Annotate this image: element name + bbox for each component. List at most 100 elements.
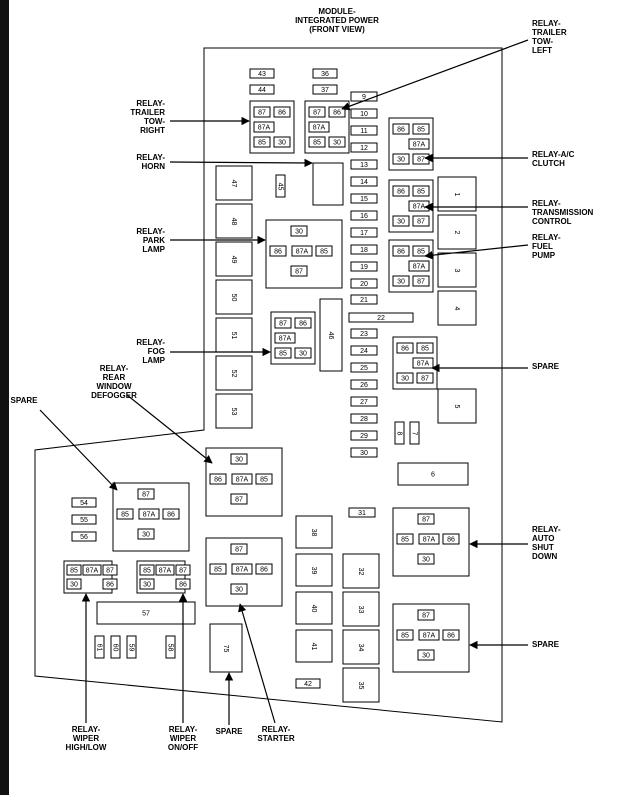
fuse-39	[295, 553, 333, 587]
relay-starter-pin-30-label: 30	[235, 586, 243, 593]
relay-wiper-high-low-pin-87	[102, 564, 118, 576]
relay-spare-right-2-pin-87A	[418, 629, 440, 641]
relay-starter-pin-87A-label: 87A	[236, 566, 249, 573]
relay-spare-left-pin-85	[116, 508, 134, 520]
relay-trailer-tow-right-pin-86	[273, 106, 291, 118]
relay-trailer-tow-left-pin-30-label: 30	[333, 139, 341, 146]
fuse-20-label: 20	[360, 281, 368, 288]
callout-ac-clutch-line-1: CLUTCH	[532, 159, 565, 168]
fuse-16-label: 16	[360, 213, 368, 220]
fuse-14	[350, 176, 378, 187]
relay-wiper-on-off-pin-87A	[155, 564, 175, 576]
callout-auto-shut-down-line-1: AUTO	[532, 534, 555, 543]
relay-spare-left-pin-86-label: 86	[167, 511, 175, 518]
fuse-4-label: 4	[453, 307, 460, 311]
callout-transmission-control-line-0: RELAY-	[532, 199, 561, 208]
relay-trailer-tow-left-pin-30	[328, 136, 346, 148]
callout-trailer-tow-right-line-2: TOW-	[144, 117, 165, 126]
relay-ac-clutch-pin-87A-label: 87A	[413, 141, 426, 148]
callout-fog-lamp-line-1: FOG	[148, 347, 165, 356]
fuse-31	[348, 507, 376, 518]
relay-wiper-on-off-pin-85	[139, 564, 155, 576]
fuse-9-label: 9	[362, 94, 366, 101]
relay-wiper-high-low-pin-85-label: 85	[70, 567, 78, 574]
relay-spare-right-2-pin-87-label: 87	[422, 612, 430, 619]
fuse-59	[126, 635, 137, 659]
relay-fuel-pump-pin-87A-label: 87A	[413, 263, 426, 270]
fuse-27	[350, 396, 378, 407]
callout-park-lamp-line-1: PARK	[143, 236, 165, 245]
arrow-horn	[169, 158, 313, 168]
relay-spare-left-pin-87-label: 87	[142, 491, 150, 498]
relay-fuel-pump-pin-86-label: 86	[397, 248, 405, 255]
callout-rear-window-defogger-line-2: WINDOW	[96, 382, 132, 391]
relay-wiper-on-off-pin-87	[175, 564, 191, 576]
fuse-7-label: 7	[411, 432, 418, 436]
relay-trailer-tow-right-pin-87A-label: 87A	[258, 124, 271, 131]
header-line-0: MODULE-	[318, 7, 356, 16]
fuse-58-label: 58	[167, 644, 174, 652]
callout-wiper-on-off-line-1: WIPER	[170, 734, 196, 743]
fuse-22-label: 22	[377, 315, 385, 322]
callout-spare-right-1-line-0: SPARE	[532, 362, 560, 371]
fuse-50-label: 50	[230, 294, 237, 302]
relay-spare-left-pin-30	[137, 528, 155, 540]
fuse-45-label: 45	[277, 183, 284, 191]
relay-trailer-tow-right-pin-30	[273, 136, 291, 148]
relay-wiper-high-low-pin-86-label: 86	[106, 581, 114, 588]
fuse-16	[350, 210, 378, 221]
relay-starter-pin-85-label: 85	[214, 566, 222, 573]
fuse-26-label: 26	[360, 382, 368, 389]
fuse-29	[350, 430, 378, 441]
relay-wiper-high-low-pin-87A-label: 87A	[86, 567, 99, 574]
fuse-4	[437, 290, 477, 326]
callout-trailer-tow-left-line-1: TRAILER	[532, 28, 567, 37]
relay-park-lamp-pin-86-label: 86	[274, 248, 282, 255]
callout-trailer-tow-right-line-3: RIGHT	[140, 126, 165, 135]
fuse-31-label: 31	[358, 510, 366, 517]
relay-fog-lamp-pin-30	[294, 347, 312, 359]
relay-spare-right-2-pin-87	[417, 609, 435, 621]
relay-auto-shut-down-pin-30	[417, 553, 435, 565]
fuse-48-label: 48	[230, 218, 237, 226]
fuse-39-label: 39	[310, 567, 317, 575]
fuse-28	[350, 413, 378, 424]
fuse-14-label: 14	[360, 179, 368, 186]
fuse-36-label: 36	[321, 71, 329, 78]
fuse-17-label: 17	[360, 230, 368, 237]
relay-fuel-pump-pin-30	[392, 275, 410, 287]
callout-starter-line-0: RELAY-	[262, 725, 291, 734]
fuse-61	[94, 635, 105, 659]
relay-transmission-control-pin-85	[412, 185, 430, 197]
relay-starter-pin-87	[230, 543, 248, 555]
relay-spare-left-pin-85-label: 85	[121, 511, 129, 518]
fuse-34	[342, 629, 380, 665]
fuse-28-label: 28	[360, 416, 368, 423]
fuse-35-label: 35	[357, 682, 364, 690]
callout-rear-window-defogger-line-0: RELAY-	[100, 364, 129, 373]
fuse-2	[437, 214, 477, 250]
fuse-47-label: 47	[230, 180, 237, 188]
relay-fuel-pump-pin-85-label: 85	[417, 248, 425, 255]
fuse-52-label: 52	[230, 370, 237, 378]
relay-fuel-pump-pin-87A	[408, 260, 430, 272]
relay-wiper-on-off-pin-87A-label: 87A	[159, 567, 172, 574]
relay-park-lamp-pin-87-label: 87	[295, 268, 303, 275]
fuse-55-label: 55	[80, 517, 88, 524]
relay-park-lamp-pin-85	[315, 245, 333, 257]
relay-park-lamp-pin-86	[269, 245, 287, 257]
relay-auto-shut-down-pin-86	[442, 533, 460, 545]
fuse-38-label: 38	[310, 529, 317, 537]
relay-spare-right-1-pin-85	[416, 342, 434, 354]
relay-wiper-high-low-pin-30-label: 30	[70, 581, 78, 588]
fuse-49	[215, 241, 253, 277]
relay-park-lamp-pin-85-label: 85	[320, 248, 328, 255]
relay-trailer-tow-left-pin-85	[308, 136, 326, 148]
fuse-12	[350, 142, 378, 153]
fuse-58	[165, 635, 176, 659]
left-border-bar	[0, 0, 9, 795]
relay-starter-pin-86	[255, 563, 273, 575]
relay-wiper-on-off-pin-30	[139, 578, 155, 590]
relay-starter-pin-87-label: 87	[235, 546, 243, 553]
fuse-30-label: 30	[360, 450, 368, 457]
